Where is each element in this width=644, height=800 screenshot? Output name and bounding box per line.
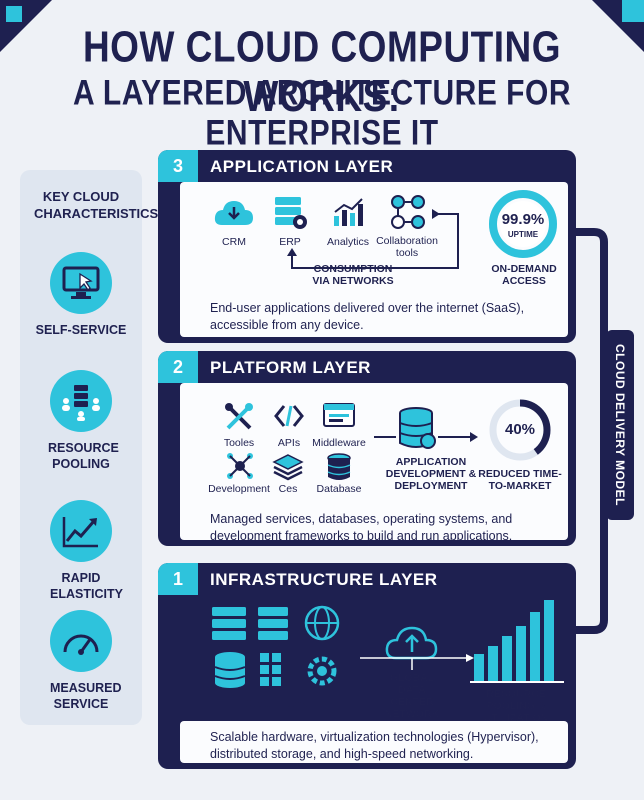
trend-up-icon (50, 500, 112, 562)
uptime-sub: UPTIME (507, 230, 539, 239)
resource-pooling-label: RESOURCE POOLING & UTILIZATION (483, 688, 549, 724)
gears-icon (307, 656, 337, 686)
characteristic-self-service: SELF-SERVICE (20, 252, 142, 338)
layer-number: 1 (158, 563, 198, 595)
ces-label: Ces (278, 483, 298, 495)
layer-title: PLATFORM LAYER (210, 358, 371, 377)
development-label: Development (208, 483, 270, 495)
gauge-icon (50, 610, 112, 672)
characteristic-label: MEASURED SERVICE (50, 681, 122, 711)
infrastructure-description: Scalable hardware, virtualization techno… (210, 730, 539, 761)
analytics-icon (334, 198, 363, 226)
consumption-loop-arrow (287, 209, 459, 269)
corner-decoration-top-right (592, 0, 644, 52)
delivery-model-bar: CLOUD DELIVERY MODEL (606, 330, 634, 520)
cloud-upload-icon (360, 626, 474, 670)
on-demand-label: ON-DEMAND ACCESS (491, 263, 557, 287)
sidebar-characteristics: KEY CLOUD CHARACTERISTICS SELF-SERVICE (20, 170, 159, 725)
deployment-database-icon (374, 407, 478, 449)
time-to-market-value: 40% (504, 421, 536, 438)
corner-decoration-top-left (0, 0, 52, 52)
layer-number: 2 (158, 351, 198, 383)
application-layer-body (180, 182, 568, 337)
middleware-icon (323, 403, 355, 427)
page-title-line1: HOW CLOUD COMPUTING WORKS: (82, 22, 562, 121)
collaboration-label: Collaboration tools (376, 235, 438, 259)
characteristic-measured-service: MEASURED SERVICE (20, 610, 142, 712)
custom-icons-label: Custom icons (244, 698, 308, 710)
tools-icon (225, 403, 253, 430)
characteristic-label: RAPID ELASTICITY (50, 571, 123, 601)
layer-title: INFRASTRUCTURE LAYER (210, 570, 438, 589)
layer-title: APPLICATION LAYER (210, 157, 394, 176)
delivery-model-label: CLOUD DELIVERY MODEL (613, 343, 627, 507)
characteristic-resource-pooling: RESOURCE POOLING (20, 370, 142, 472)
monitor-cursor-icon (50, 252, 112, 314)
application-description: End-user applications delivered over the… (210, 301, 525, 332)
erp-label: ERP (279, 236, 301, 248)
time-to-market-label: REDUCED TIME-TO-MARKET (478, 468, 562, 492)
time-to-market-gauge (489, 399, 551, 461)
uptime-value: 99.9% (501, 211, 545, 228)
database-icon (327, 453, 351, 480)
server-people-icon (50, 370, 112, 432)
chip-grid-icon (260, 653, 281, 686)
consumption-label: CONSUMPTION VIA NETWORKS (312, 263, 394, 287)
middleware-label: Middleware (312, 437, 366, 449)
layers-icon (272, 454, 304, 481)
global-network-label: GLOBAL DATA CENTER NETWORK (384, 672, 440, 720)
sidebar-heading: KEY CLOUD CHARACTERISTICS (34, 189, 159, 221)
globe-icon (304, 605, 340, 641)
characteristic-rapid-elasticity: RAPID ELASTICITY (20, 500, 142, 602)
infrastructure-icon-grid (212, 605, 340, 688)
database-label: Database (316, 483, 362, 495)
collaboration-icon (391, 195, 425, 229)
apis-label: APIs (277, 437, 301, 449)
api-icon (274, 405, 304, 427)
crm-label: CRM (222, 236, 246, 248)
tooles-label: Tooles (223, 437, 255, 449)
utilization-bar-chart (470, 600, 564, 683)
server-gear-icon (275, 197, 307, 229)
page-title-line2: A LAYERED ARCHITECTURE FOR ENTERPRISE IT (72, 73, 572, 153)
delivery-connector (576, 228, 608, 634)
platform-description: Managed services, databases, operating s… (210, 512, 513, 543)
app-deployment-label: APPLICATION DEVELOPMENT & DEPLOYMENT (385, 456, 477, 492)
server-rack-icon (258, 607, 288, 640)
analytics-label: Analytics (326, 236, 369, 248)
characteristic-label: RESOURCE POOLING (48, 441, 119, 471)
uptime-gauge (489, 190, 557, 258)
network-nodes-icon (227, 453, 253, 479)
storage-icon (214, 652, 246, 688)
server-rack-icon (212, 607, 246, 640)
application-layer: 3 APPLICATION LAYER (158, 150, 576, 343)
layer-number: 3 (158, 150, 198, 182)
characteristic-label: SELF-SERVICE (35, 323, 127, 337)
cloud-icon (214, 201, 253, 225)
infrastructure-desc-box (180, 721, 568, 763)
